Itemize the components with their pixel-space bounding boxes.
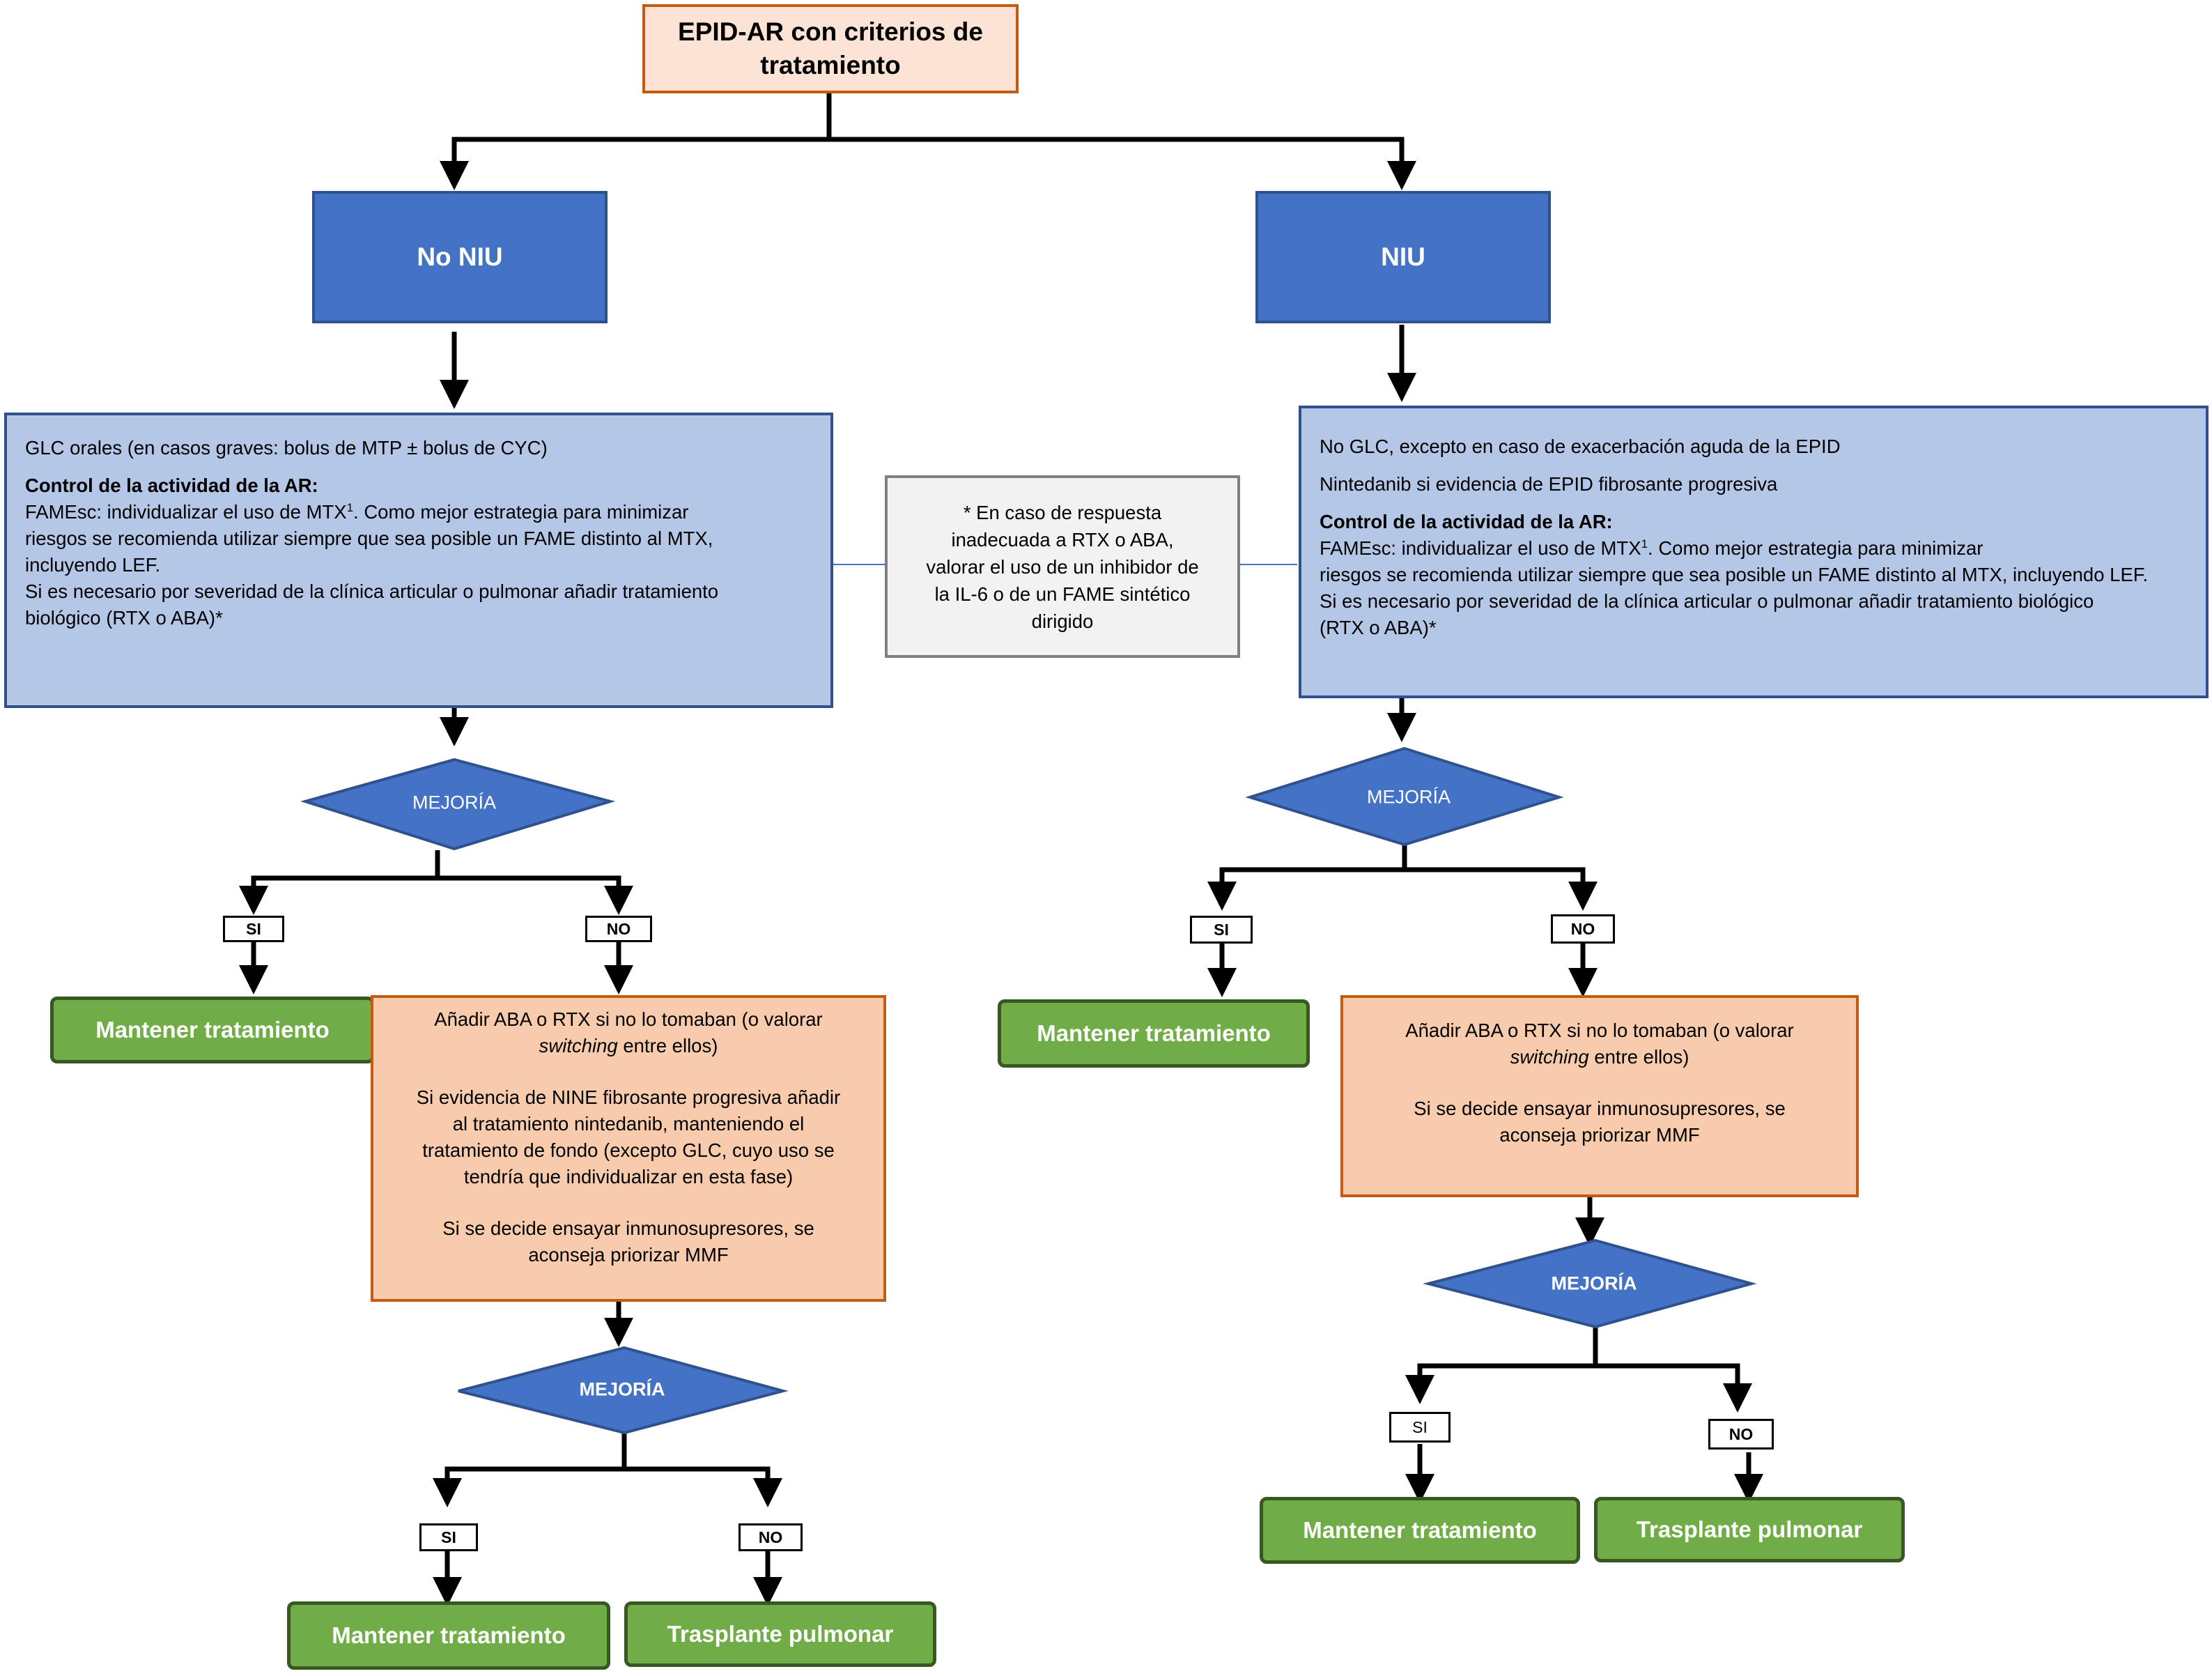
label-right-no-2: NO [1708,1419,1774,1450]
left-escalation-p3b: aconseja priorizar MMF [528,1244,729,1266]
connector-title-right [829,137,1416,190]
left-control-heading: Control de la actividad de la AR: [25,475,318,496]
left-treatment-box: GLC orales (en casos graves: bolus de MT… [4,413,833,708]
label-left-no-2: NO [738,1523,803,1551]
left-escalation-p1a: Añadir ABA o RTX si no lo tomaban (o val… [434,1008,823,1030]
left-escalation-p2a: Si evidencia de NINE fibrosante progresi… [416,1086,841,1108]
right-treatment-box: No GLC, excepto en caso de exacerbación … [1299,406,2209,698]
label-right-si-1: SI [1190,916,1253,944]
header-niu: NIU [1255,191,1551,323]
label-right-no-1: NO [1551,914,1615,944]
left-escalation-box: Añadir ABA o RTX si no lo tomaban (o val… [371,995,886,1302]
right-escalation-p2a: Si se decide ensayar inmunosupresores, s… [1414,1098,1786,1119]
left-escalation-p2c: tratamiento de fondo (excepto GLC, cuyo … [422,1139,835,1161]
left-treatment-line-4: incluyendo LEF. [25,554,161,576]
connector-left-d1 [239,850,440,915]
note-line-4: la IL-6 o de un FAME sintético [934,583,1191,605]
right-treatment-line-2: Nintedanib si evidencia de EPID fibrosan… [1320,473,1778,495]
left-treatment-line-1: GLC orales (en casos graves: bolus de MT… [25,437,548,459]
note-line-1: * En caso de respuesta [963,501,1162,523]
left-treatment-line-5: Si es necesario por severidad de la clín… [25,581,719,602]
right-escalation-box: Añadir ABA o RTX si no lo tomaban (o val… [1340,995,1859,1197]
connector-right-d2-no [1595,1363,1752,1413]
note-line-3: valorar el uso de un inhibidor de [926,555,1199,578]
header-no-niu-label: No NIU [417,243,503,271]
label-left-si-1: SI [223,916,284,942]
right-treatment-line-1: No GLC, excepto en caso de exacerbación … [1320,436,1841,457]
left-treatment-fame-line: FAMEsc: individualizar el uso de MTX1. C… [25,500,689,523]
right-treatment-line-6: (RTX o ABA)* [1320,617,1437,638]
decision-diamond-left-2 [458,1346,789,1435]
right-escalation-p1a: Añadir ABA o RTX si no lo tomaban (o val… [1405,1020,1794,1041]
left-escalation-p3a: Si se decide ensayar inmunosupresores, s… [442,1217,814,1239]
title-box: EPID-AR con criterios de tratamiento [642,4,1019,93]
left-escalation-p1b: switching entre ellos) [539,1035,718,1056]
left-treatment-line-3: riesgos se recomienda utilizar siempre q… [25,528,713,549]
decision-label-left-1: MEJORÍA [412,792,497,813]
left-lung-transplant: Trasplante pulmonar [624,1601,936,1667]
title-line-2: tratamiento [760,51,901,79]
connector-title-split [440,93,832,190]
header-no-niu: No NIU [312,191,608,323]
label-right-si-2: SI [1389,1412,1451,1443]
right-maintain-treatment-2: Mantener tratamiento [1260,1497,1580,1564]
right-escalation-p1b: switching entre ellos) [1510,1046,1689,1068]
right-lung-transplant: Trasplante pulmonar [1594,1497,1905,1562]
note-line-5: dirigido [1031,610,1094,632]
right-treatment-line-5: Si es necesario por severidad de la clín… [1320,590,2094,612]
left-escalation-p2d: tendría que individualizar en esta fase) [463,1166,794,1187]
left-maintain-treatment-2: Mantener tratamiento [287,1601,610,1670]
label-left-no-1: NO [585,916,652,942]
connector-right-d2 [1405,1325,1598,1404]
decision-diamond-right-1 [1245,746,1564,847]
connector-left-d2-no [624,1466,782,1507]
connector-right-d1-no [1405,867,1598,911]
connector-right-d1 [1207,843,1407,911]
right-control-heading: Control de la actividad de la AR: [1320,511,1613,532]
connector-left-d2 [433,1431,627,1507]
title-line-1: EPID-AR con criterios de [678,17,983,46]
label-left-si-2: SI [419,1523,478,1551]
header-niu-label: NIU [1381,243,1425,271]
decision-label-left-2: MEJORÍA [579,1378,665,1400]
note-box: * En caso de respuesta inadecuada a RTX … [885,475,1240,658]
decision-diamond-right-2 [1423,1238,1757,1329]
connector-left-d1-no [438,875,633,915]
right-treatment-fame-line: FAMEsc: individualizar el uso de MTX1. C… [1320,537,1983,559]
right-treatment-line-4: riesgos se recomienda utilizar siempre q… [1320,564,2149,585]
left-escalation-p2b: al tratamiento nintedanib, manteniendo e… [452,1113,805,1135]
left-treatment-line-6: biológico (RTX o ABA)* [25,607,223,629]
decision-label-right-2: MEJORÍA [1551,1273,1637,1294]
decision-label-right-1: MEJORÍA [1366,786,1451,808]
left-maintain-treatment-1: Mantener tratamiento [50,997,375,1063]
note-line-2: inadecuada a RTX o ABA, [951,528,1174,551]
decision-diamond-left-1 [300,758,616,851]
right-escalation-p2b: aconseja priorizar MMF [1499,1124,1700,1146]
right-maintain-treatment-1: Mantener tratamiento [998,999,1310,1068]
